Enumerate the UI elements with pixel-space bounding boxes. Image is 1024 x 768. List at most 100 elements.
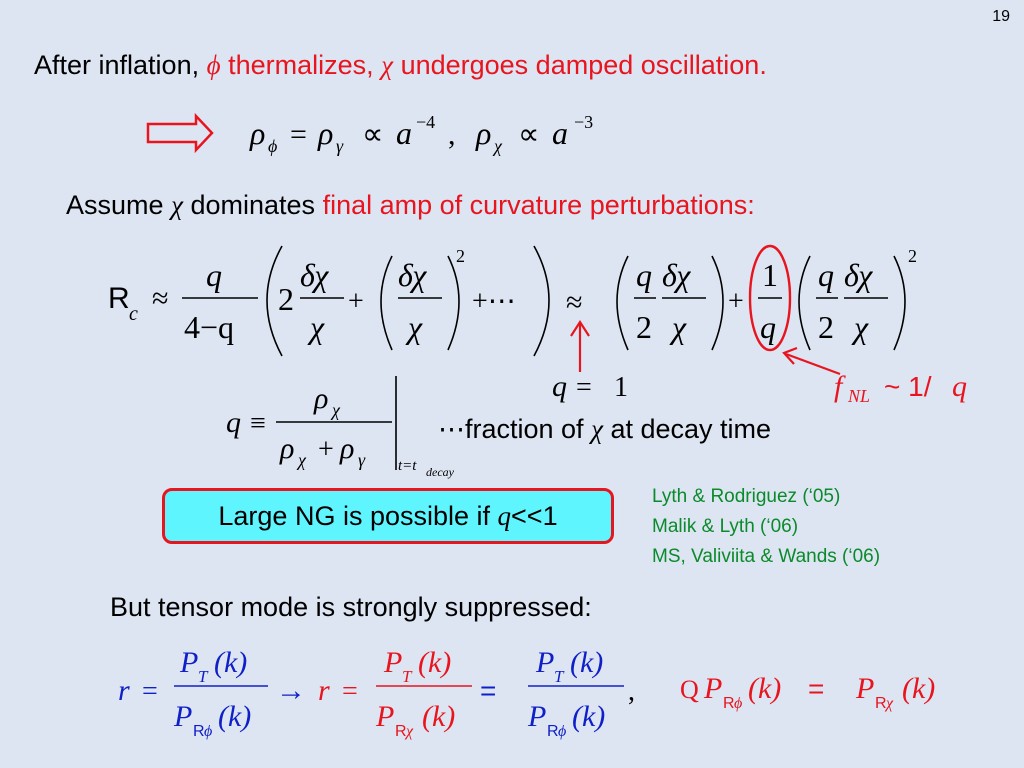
approx-sign: ≈ bbox=[566, 286, 582, 319]
chi-denominator: χ bbox=[851, 309, 869, 345]
power-P: P bbox=[703, 672, 722, 705]
fraction-denominator: 4−q bbox=[184, 309, 234, 345]
qdef-eval-sub-decay: decay bbox=[426, 465, 455, 479]
fnl-q: q bbox=[952, 370, 967, 403]
equals-sign: = bbox=[808, 673, 824, 704]
sub-T: T bbox=[198, 667, 209, 686]
power-P: P bbox=[173, 700, 192, 733]
assume-final-amp: final amp of curvature perturbations: bbox=[322, 190, 755, 220]
power-P: P bbox=[383, 646, 402, 679]
exponent-minus-3: −3 bbox=[574, 112, 593, 132]
large-ng-box: Large NG is possible if q<<1 bbox=[162, 488, 614, 544]
intro-prefix: After inflation, bbox=[34, 50, 200, 80]
sub-chi: χ bbox=[492, 136, 503, 156]
arg-k: (k) bbox=[218, 700, 251, 733]
curvature-R-sub: c bbox=[129, 303, 138, 325]
q-numerator: q bbox=[636, 257, 652, 293]
two-denominator: 2 bbox=[636, 309, 652, 345]
paren-right bbox=[893, 255, 906, 351]
two-denominator: 2 bbox=[818, 309, 834, 345]
sub-R: R bbox=[547, 723, 559, 740]
approx-sign: ≈ bbox=[152, 282, 168, 315]
rho-gamma: ρ bbox=[317, 115, 333, 151]
sub-chi: χ bbox=[404, 723, 414, 740]
sub-gamma: γ bbox=[336, 136, 344, 156]
annot-equals: = bbox=[576, 372, 592, 403]
sub-R: R bbox=[875, 695, 887, 712]
comma: , bbox=[448, 118, 456, 151]
reference-item: MS, Valiviita & Wands (‘06) bbox=[652, 546, 881, 567]
proportional-sign: ∝ bbox=[362, 118, 383, 151]
coefficient-two: 2 bbox=[278, 281, 294, 317]
intro-line: After inflation, ϕ thermalizes, χ underg… bbox=[34, 50, 767, 81]
pointer-arrow-icon bbox=[785, 352, 841, 376]
delta-chi: δχ bbox=[662, 257, 691, 293]
q-equals-one-annotation: q = 1 bbox=[552, 319, 628, 403]
q-desc-suffix: at decay time bbox=[610, 414, 772, 444]
paren-left bbox=[798, 255, 811, 351]
sub-R: R bbox=[723, 695, 735, 712]
assume-line: Assume χ dominates final amp of curvatur… bbox=[66, 190, 755, 221]
plus-dots: +⋯ bbox=[472, 286, 516, 317]
sub-phi: ϕ bbox=[204, 723, 212, 740]
qdef-rho: ρ bbox=[279, 432, 294, 465]
scaling-equation: ρ ϕ = ρ γ ∝ a −4 , ρ χ ∝ a −3 bbox=[146, 112, 593, 156]
rho-phi: ρ bbox=[249, 115, 265, 151]
annot-q: q bbox=[552, 370, 567, 403]
big-paren-left bbox=[266, 245, 283, 357]
plus-sign: + bbox=[348, 286, 364, 317]
intro-thermalizes: thermalizes, bbox=[228, 50, 374, 80]
delta-chi: δχ bbox=[844, 257, 873, 293]
ng-prefix: Large NG is possible if bbox=[218, 500, 491, 531]
q-definition: q ≡ ρ χ ρ χ + ρ γ t=t decay bbox=[226, 376, 455, 479]
tensor-ratio-r: r bbox=[318, 674, 330, 707]
sub-phi: ϕ bbox=[734, 695, 742, 712]
implies-arrow-icon bbox=[146, 112, 214, 154]
qdef-rho: ρ bbox=[339, 432, 354, 465]
up-arrow-head-icon bbox=[570, 319, 590, 337]
paren-left bbox=[380, 255, 393, 351]
assume-prefix: Assume bbox=[66, 190, 164, 220]
qdef-eval-sub: t=t bbox=[398, 458, 417, 474]
ng-suffix: <<1 bbox=[511, 500, 558, 531]
scale-factor-a: a bbox=[552, 115, 568, 151]
proportional-sign: ∝ bbox=[518, 118, 539, 151]
exponent-two: 2 bbox=[456, 246, 465, 266]
tensor-ratio-r: r bbox=[118, 674, 130, 707]
sub-R: R bbox=[395, 723, 407, 740]
power-P: P bbox=[527, 700, 546, 733]
assume-dominates: dominates bbox=[190, 190, 316, 220]
one-numerator: 1 bbox=[762, 257, 778, 293]
chi-denominator: χ bbox=[669, 309, 687, 345]
rho-chi: ρ bbox=[475, 115, 491, 151]
delta-chi: δχ bbox=[300, 257, 329, 293]
pointer-arrow-head-icon bbox=[782, 346, 798, 365]
highlight-ellipse bbox=[748, 244, 792, 352]
references: Lyth & Rodriguez (‘05) Malik & Lyth (‘06… bbox=[652, 482, 880, 572]
fraction-numerator-q: q bbox=[206, 257, 222, 293]
chi-symbol: χ bbox=[381, 50, 394, 80]
intro-oscillation: undergoes damped oscillation. bbox=[400, 50, 767, 80]
arg-k: (k) bbox=[418, 646, 451, 679]
paren-left bbox=[616, 255, 629, 351]
power-P: P bbox=[179, 646, 198, 679]
fnl-sub: NL bbox=[847, 386, 870, 406]
qdef-chi-sub: χ bbox=[296, 450, 307, 470]
reference-item: Lyth & Rodriguez (‘05) bbox=[652, 486, 841, 507]
delta-chi: δχ bbox=[398, 257, 427, 293]
exponent-minus-4: −4 bbox=[416, 112, 435, 132]
paren-right bbox=[447, 255, 460, 351]
sub-phi: ϕ bbox=[268, 136, 277, 156]
chi-symbol: χ bbox=[591, 414, 603, 444]
qdef-equiv: ≡ bbox=[250, 408, 266, 439]
qdef-q: q bbox=[226, 406, 241, 439]
arg-k: (k) bbox=[422, 700, 455, 733]
q-desc-prefix: ⋯fraction of bbox=[438, 414, 584, 444]
sub-phi: ϕ bbox=[558, 723, 566, 740]
qdef-gamma-sub: γ bbox=[358, 450, 366, 470]
scale-factor-a: a bbox=[396, 115, 412, 151]
arg-k: (k) bbox=[570, 646, 603, 679]
paren-right bbox=[711, 255, 724, 351]
sub-R: R bbox=[193, 723, 205, 740]
